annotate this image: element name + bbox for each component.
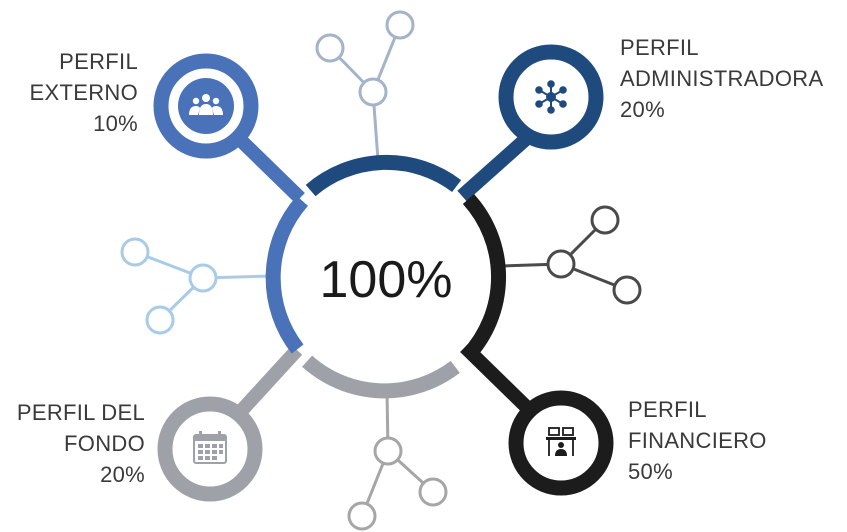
label-fondo-line1: PERFIL DEL (16, 400, 145, 425)
label-financiero-line2: FINANCIERO (628, 428, 767, 453)
center-total: 100% (320, 251, 453, 309)
label-administradora-line1: PERFIL (620, 35, 699, 60)
network-icon (535, 80, 567, 114)
label-fondo: PERFIL DEL FONDO 20% (17, 397, 145, 490)
ring-segment-fondo (302, 355, 460, 399)
calendar-icon (193, 431, 227, 464)
satellite-financiero (508, 390, 614, 496)
satellite-administradora (498, 44, 604, 150)
connector-top (315, 10, 415, 161)
connector-bottom (347, 391, 448, 531)
satellite-externo (153, 53, 259, 159)
label-administradora-value: 20% (620, 97, 665, 122)
satellite-fondo (157, 396, 263, 502)
label-externo-line2: EXTERNO (29, 80, 138, 105)
label-financiero-line1: PERFIL (628, 397, 707, 422)
ring-segment-financiero (461, 193, 507, 362)
label-financiero: PERFIL FINANCIERO 50% (628, 394, 767, 487)
group-icon (189, 94, 223, 115)
label-externo: PERFIL EXTERNO 10% (30, 46, 138, 139)
label-fondo-line2: FONDO (64, 431, 145, 456)
label-administradora: PERFIL ADMINISTRADORA 20% (620, 32, 823, 125)
desk-workers-icon (546, 427, 576, 456)
label-externo-value: 10% (93, 111, 138, 136)
center-ring (265, 154, 507, 399)
label-fondo-value: 20% (100, 462, 145, 487)
label-externo-line1: PERFIL (59, 49, 138, 74)
label-administradora-line2: ADMINISTRADORA (620, 66, 824, 91)
ring-segment-administradora (305, 154, 462, 197)
label-financiero-value: 50% (628, 459, 673, 484)
connector-left (120, 237, 273, 335)
connector-right (501, 205, 642, 305)
ring-segment-externo (265, 195, 309, 354)
